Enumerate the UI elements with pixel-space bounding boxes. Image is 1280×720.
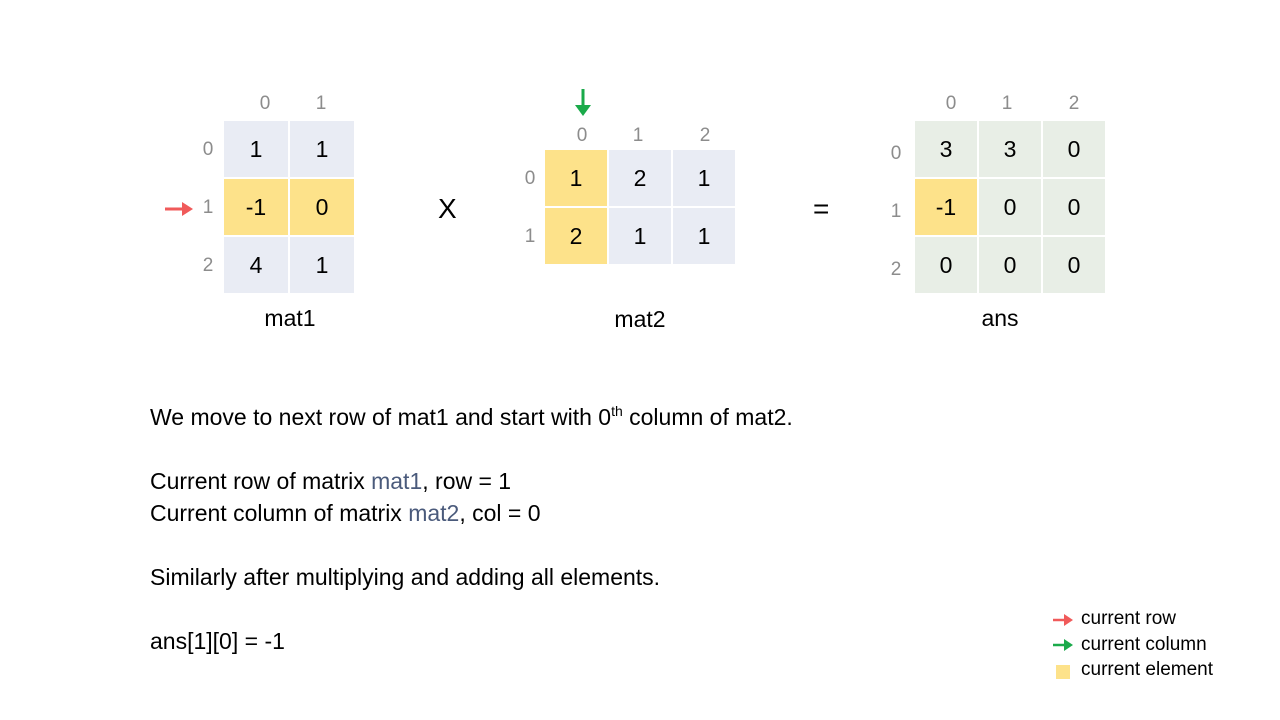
mat2-row-index: 0 xyxy=(524,168,536,189)
matrix-cell-current: -1 xyxy=(224,179,288,235)
mat1-row-index: 2 xyxy=(202,255,214,276)
explanation-text: column of mat2. xyxy=(622,404,793,430)
mat1-matrix: 1 1 -1 0 4 1 xyxy=(224,121,354,293)
legend-column-label: current column xyxy=(1081,634,1207,655)
explanation-text: Current column of matrix xyxy=(150,500,409,526)
matrix-reference: mat1 xyxy=(371,468,423,494)
mat1-label: mat1 xyxy=(264,305,316,331)
mat2-row-index: 1 xyxy=(524,226,536,247)
multiply-operator: X xyxy=(438,193,457,224)
result-line: ans[1][0] = -1 xyxy=(150,628,285,654)
mat2-matrix: 1 2 1 2 1 1 xyxy=(545,150,735,264)
legend-element-swatch xyxy=(1056,665,1070,679)
matrix-cell: 2 xyxy=(609,150,671,206)
explanation-line-3: Current column of matrix mat2, col = 0 xyxy=(150,498,541,528)
ans-row-index: 0 xyxy=(890,143,902,164)
mat2-label: mat2 xyxy=(614,306,666,332)
matrix-cell: 1 xyxy=(224,121,288,177)
ans-col-index: 0 xyxy=(945,93,957,114)
matrix-cell-current: 2 xyxy=(545,208,607,264)
matrix-cell: 0 xyxy=(979,179,1041,235)
matrix-cell: 1 xyxy=(290,121,354,177)
explanation-text: We move to next row of mat1 and start wi… xyxy=(150,404,612,430)
mat1-col-index: 1 xyxy=(315,93,327,114)
current-row-arrow-icon xyxy=(165,202,193,216)
matrix-cell: 1 xyxy=(673,208,735,264)
matrix-cell: 0 xyxy=(1043,179,1105,235)
matrix-cell: 0 xyxy=(915,237,977,293)
matrix-reference: mat2 xyxy=(408,500,460,526)
current-column-arrow-icon xyxy=(575,89,591,116)
matrix-cell: 3 xyxy=(979,121,1041,177)
ans-col-index: 2 xyxy=(1068,93,1080,114)
explanation-line-4: Similarly after multiplying and adding a… xyxy=(150,564,661,590)
ans-row-index: 2 xyxy=(890,259,902,280)
legend-column-arrow-icon xyxy=(1053,639,1073,651)
matrix-cell: 1 xyxy=(609,208,671,264)
legend-element-label: current element xyxy=(1081,659,1214,680)
matrix-cell: 0 xyxy=(1043,237,1105,293)
ans-row-index: 1 xyxy=(890,201,902,222)
superscript: th xyxy=(611,403,623,419)
ans-matrix: 3 3 0 -1 0 0 0 0 0 xyxy=(915,121,1105,293)
matrix-cell: 1 xyxy=(290,237,354,293)
explanation-text: , row = 1 xyxy=(422,468,512,494)
mat2-col-index: 0 xyxy=(576,125,588,146)
matrix-cell: 0 xyxy=(1043,121,1105,177)
legend-row-label: current row xyxy=(1081,608,1177,629)
explanation-line-2: Current row of matrix mat1, row = 1 xyxy=(150,466,511,496)
mat2-col-index: 1 xyxy=(632,125,644,146)
explanation-text: Current row of matrix xyxy=(150,468,372,494)
matrix-cell-current: -1 xyxy=(915,179,977,235)
matrix-cell-current: 0 xyxy=(290,179,354,235)
mat1-row-index: 0 xyxy=(202,139,214,160)
equals-operator: = xyxy=(813,193,830,224)
mat2-col-index: 2 xyxy=(699,125,711,146)
matrix-cell: 4 xyxy=(224,237,288,293)
matrix-cell: 3 xyxy=(915,121,977,177)
explanation-line-1: We move to next row of mat1 and start wi… xyxy=(150,402,793,432)
mat1-row-index: 1 xyxy=(202,197,214,218)
matrix-cell-current: 1 xyxy=(545,150,607,206)
ans-col-index: 1 xyxy=(1001,93,1013,114)
matrix-cell: 1 xyxy=(673,150,735,206)
legend-row-arrow-icon xyxy=(1053,614,1073,626)
ans-label: ans xyxy=(981,305,1019,331)
explanation-text: , col = 0 xyxy=(459,500,541,526)
mat1-col-index: 0 xyxy=(259,93,271,114)
matrix-cell: 0 xyxy=(979,237,1041,293)
